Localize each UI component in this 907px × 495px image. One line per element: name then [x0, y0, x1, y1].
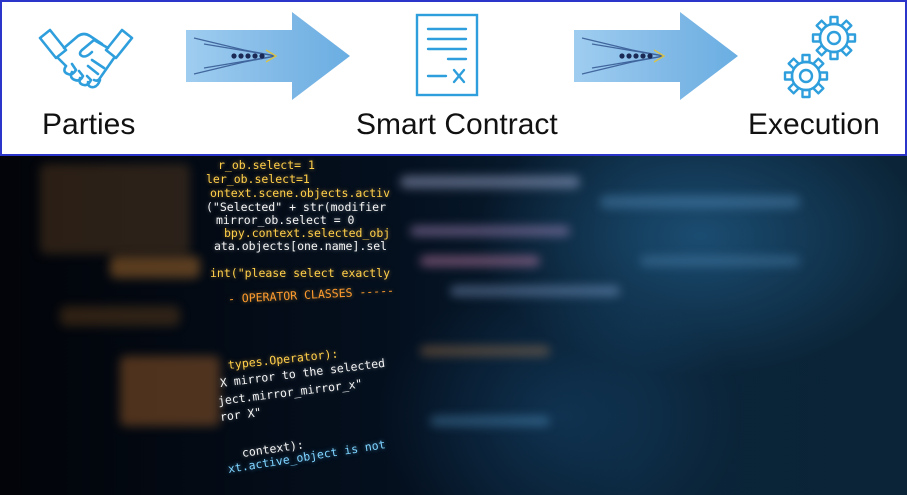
code-line: ("Selected" + str(modifier	[206, 200, 387, 214]
blurred-code-block	[60, 306, 180, 326]
handshake-icon	[38, 28, 134, 89]
step-label-smart-contract: Smart Contract	[356, 108, 558, 141]
code-background-image: r_ob.select= 1 ler_ob.select=1 ontext.sc…	[0, 156, 907, 495]
diagram-panel: Parties Smart Contract Execution	[0, 0, 907, 156]
blurred-code-block	[600, 196, 800, 208]
arrow-icon	[186, 12, 350, 100]
blurred-code-block	[400, 176, 580, 188]
contract-document-icon	[415, 13, 479, 97]
blurred-code-block	[110, 256, 200, 278]
blurred-code-block	[120, 356, 220, 426]
arrow-icon	[574, 12, 738, 100]
code-line: r_ob.select= 1	[218, 158, 315, 172]
code-line: int("please select exactly	[210, 266, 391, 280]
blurred-code-block	[430, 416, 550, 426]
blurred-code-block	[450, 286, 620, 296]
code-line: bpy.context.selected_obj	[224, 226, 391, 240]
blurred-code-block	[420, 256, 540, 266]
gears-icon	[783, 15, 857, 99]
code-line: ror X"	[219, 404, 263, 424]
code-line: mirror_ob.select = 0	[216, 213, 355, 227]
blurred-code-block	[640, 256, 800, 266]
step-label-parties: Parties	[42, 108, 136, 141]
blurred-code-block	[40, 164, 190, 254]
code-line: - OPERATOR CLASSES -----	[227, 283, 395, 306]
code-line: ler_ob.select=1	[206, 172, 310, 186]
code-line: ontext.scene.objects.activ	[210, 186, 391, 200]
step-label-execution: Execution	[748, 108, 880, 141]
blurred-code-block	[410, 226, 570, 236]
code-line: ata.objects[one.name].sel	[214, 239, 388, 253]
blurred-code-block	[420, 346, 550, 356]
